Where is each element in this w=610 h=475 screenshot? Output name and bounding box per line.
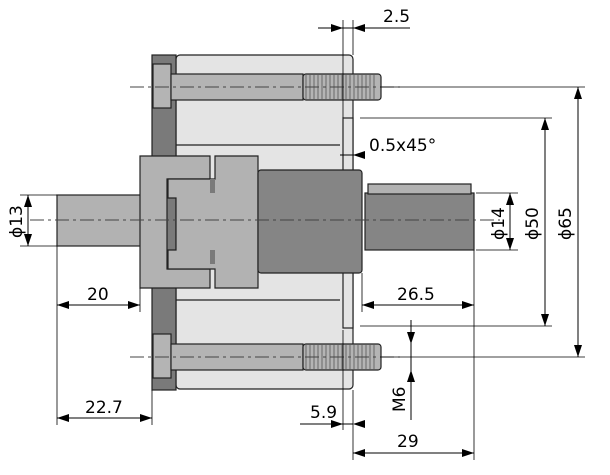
dim-pilot-depth: 5.9 (310, 403, 337, 423)
dim-pilot-diameter: ϕ50 (523, 207, 543, 240)
dim-input-shaft-length: 20 (87, 285, 109, 305)
dim-input-shaft-diameter: ϕ13 (7, 205, 27, 238)
dim-output-shaft-diameter: ϕ14 (489, 207, 509, 240)
dim-thread-protrusion: 2.5 (383, 7, 410, 27)
coupling (139, 155, 259, 289)
output-shaft (364, 192, 475, 251)
output-shaft-key (367, 183, 472, 195)
dim-input-offset: 22.7 (85, 398, 123, 418)
dim-chamfer: 0.5x45° (369, 136, 436, 156)
output-hub (257, 169, 363, 274)
dim-output-offset: 29 (397, 432, 419, 452)
dim-output-shaft-length: 26.5 (397, 285, 435, 305)
dim-bolt-thread: M6 (390, 387, 410, 412)
dim-bolt-circle-diameter: ϕ65 (556, 207, 576, 240)
dimension-arrows (24, 24, 582, 457)
